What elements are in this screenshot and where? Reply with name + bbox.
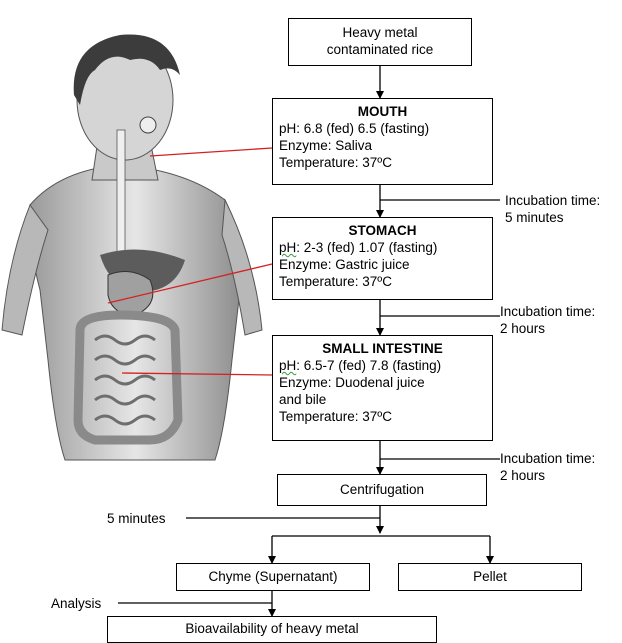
pellet-label: Pellet xyxy=(473,569,507,584)
incubation-2-label: Incubation time: 2 hours xyxy=(500,303,595,337)
stomach-ph-values: : 2-3 (fed) 1.07 (fasting) xyxy=(296,240,437,255)
pellet-box: Pellet xyxy=(398,563,582,591)
small-intestine-ph: pH: 6.5-7 (fed) 7.8 (fasting) xyxy=(273,357,492,374)
mouth-temperature: Temperature: 37ºC xyxy=(273,154,492,171)
small-intestine-ph-values: : 6.5-7 (fed) 7.8 (fasting) xyxy=(296,358,441,373)
small-intestine-temperature: Temperature: 37ºC xyxy=(273,408,492,425)
chyme-label: Chyme (Supernatant) xyxy=(208,569,337,584)
pointer-stomach xyxy=(108,264,272,303)
pointer-small-intestine xyxy=(122,373,272,375)
small-intestine-enzyme-1: Enzyme: Duodenal juice xyxy=(273,374,492,391)
incubation-3-label: Incubation time: 2 hours xyxy=(500,450,595,484)
stomach-box: STOMACH pH: 2-3 (fed) 1.07 (fasting) Enz… xyxy=(272,217,493,300)
stomach-ph: pH: 2-3 (fed) 1.07 (fasting) xyxy=(273,239,492,256)
bioavailability-box: Bioavailability of heavy metal xyxy=(107,616,437,643)
mouth-title: MOUTH xyxy=(273,103,492,120)
incubation-3-text: Incubation time: xyxy=(500,450,595,467)
stomach-temperature: Temperature: 37ºC xyxy=(273,273,492,290)
small-intestine-enzyme-2: and bile xyxy=(273,391,492,408)
chyme-box: Chyme (Supernatant) xyxy=(176,563,370,591)
incubation-2-text: Incubation time: xyxy=(500,303,595,320)
small-intestine-ph-prefix: pH xyxy=(279,358,296,373)
stomach-ph-prefix: pH xyxy=(279,240,296,255)
mouth-box: MOUTH pH: 6.8 (fed) 6.5 (fasting) Enzyme… xyxy=(272,98,493,185)
stomach-enzyme: Enzyme: Gastric juice xyxy=(273,256,492,273)
incubation-1-value: 5 minutes xyxy=(505,209,600,226)
mouth-enzyme: Enzyme: Saliva xyxy=(273,137,492,154)
bioavailability-label: Bioavailability of heavy metal xyxy=(185,621,358,636)
analysis-label: Analysis xyxy=(51,595,101,612)
centrifugation-time-label: 5 minutes xyxy=(107,510,166,527)
incubation-2-value: 2 hours xyxy=(500,320,595,337)
mouth-ph: pH: 6.8 (fed) 6.5 (fasting) xyxy=(273,120,492,137)
start-label: Heavy metal contaminated rice xyxy=(289,24,471,58)
centrifugation-label: Centrifugation xyxy=(340,482,424,497)
small-intestine-title: SMALL INTESTINE xyxy=(273,340,492,357)
incubation-1-text: Incubation time: xyxy=(505,192,600,209)
start-box: Heavy metal contaminated rice xyxy=(288,18,472,66)
incubation-3-value: 2 hours xyxy=(500,467,595,484)
centrifugation-box: Centrifugation xyxy=(277,474,487,506)
incubation-1-label: Incubation time: 5 minutes xyxy=(505,192,600,226)
small-intestine-box: SMALL INTESTINE pH: 6.5-7 (fed) 7.8 (fas… xyxy=(272,335,493,441)
pointer-mouth xyxy=(150,148,272,156)
stomach-title: STOMACH xyxy=(273,222,492,239)
